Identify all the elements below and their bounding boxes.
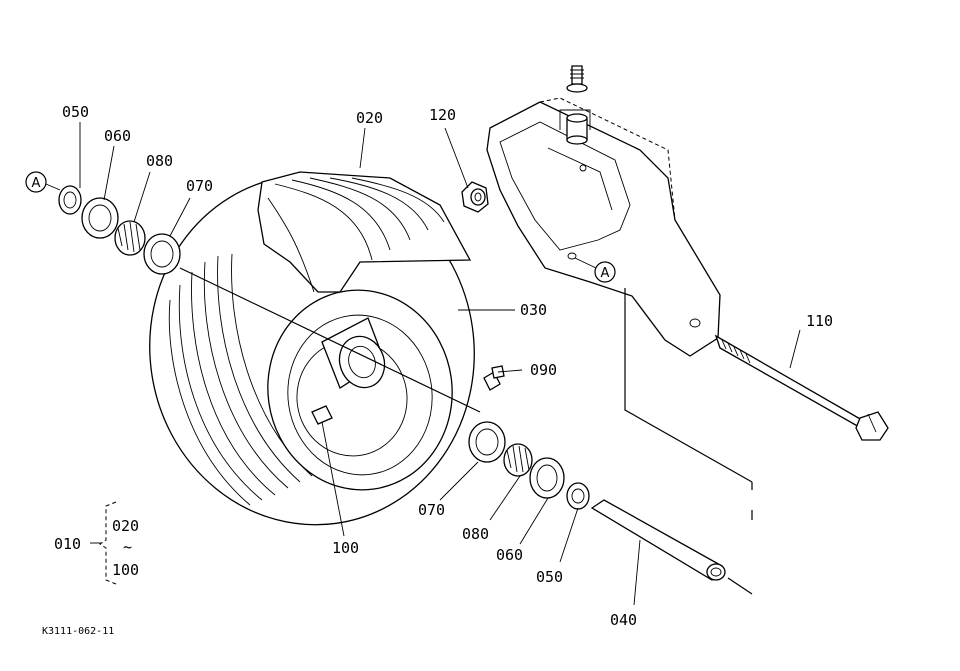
- oil-seal-070-right: [468, 421, 506, 463]
- bearing-cup-060-right: [529, 457, 565, 499]
- reference-mark-left: A: [25, 171, 61, 193]
- label-070-left: 070: [186, 177, 213, 195]
- label-080-right: 080: [462, 525, 489, 543]
- axle-reference-lines: [624, 288, 753, 520]
- assembly-range-010: 010 020 ~ 100: [54, 501, 139, 585]
- label-090: 090: [530, 361, 557, 379]
- label-040: 040: [610, 611, 637, 629]
- label-010: 010: [54, 535, 81, 553]
- reference-mark-left-letter: A: [32, 176, 41, 191]
- nut-120: [461, 181, 489, 213]
- label-120: 120: [429, 106, 456, 124]
- range-end-label: 100: [112, 561, 139, 579]
- bearing-cone-080-left: [114, 220, 146, 256]
- collar-050-left: [58, 185, 82, 215]
- label-060-right: 060: [496, 546, 523, 564]
- grease-fitting-top: [566, 65, 588, 145]
- label-050-right: 050: [536, 568, 563, 586]
- leader-lines: [79, 122, 801, 606]
- grease-fitting-090: [483, 365, 505, 391]
- drawing-code: K3111-062-11: [42, 626, 114, 637]
- label-050-left: 050: [62, 103, 89, 121]
- oil-seal-070-left: [143, 233, 181, 275]
- reference-mark-right-letter: A: [601, 266, 610, 281]
- spacer-tube-040: [590, 499, 753, 595]
- axle-center-line: [179, 267, 481, 413]
- bearing-cone-080-right: [503, 443, 533, 477]
- bearing-cup-060-left: [81, 197, 119, 239]
- label-030: 030: [520, 301, 547, 319]
- range-tilde: ~: [123, 538, 132, 556]
- label-100-callout: 100: [332, 539, 359, 557]
- label-080-left: 080: [146, 152, 173, 170]
- wheel-assembly: [149, 171, 475, 526]
- bolt-110: [714, 334, 889, 441]
- label-110: 110: [806, 312, 833, 330]
- range-start-label: 020: [112, 517, 139, 535]
- label-020: 020: [356, 109, 383, 127]
- collar-050-right: [566, 482, 590, 510]
- reference-mark-right: A: [574, 257, 616, 283]
- label-070-right: 070: [418, 501, 445, 519]
- label-060-left: 060: [104, 127, 131, 145]
